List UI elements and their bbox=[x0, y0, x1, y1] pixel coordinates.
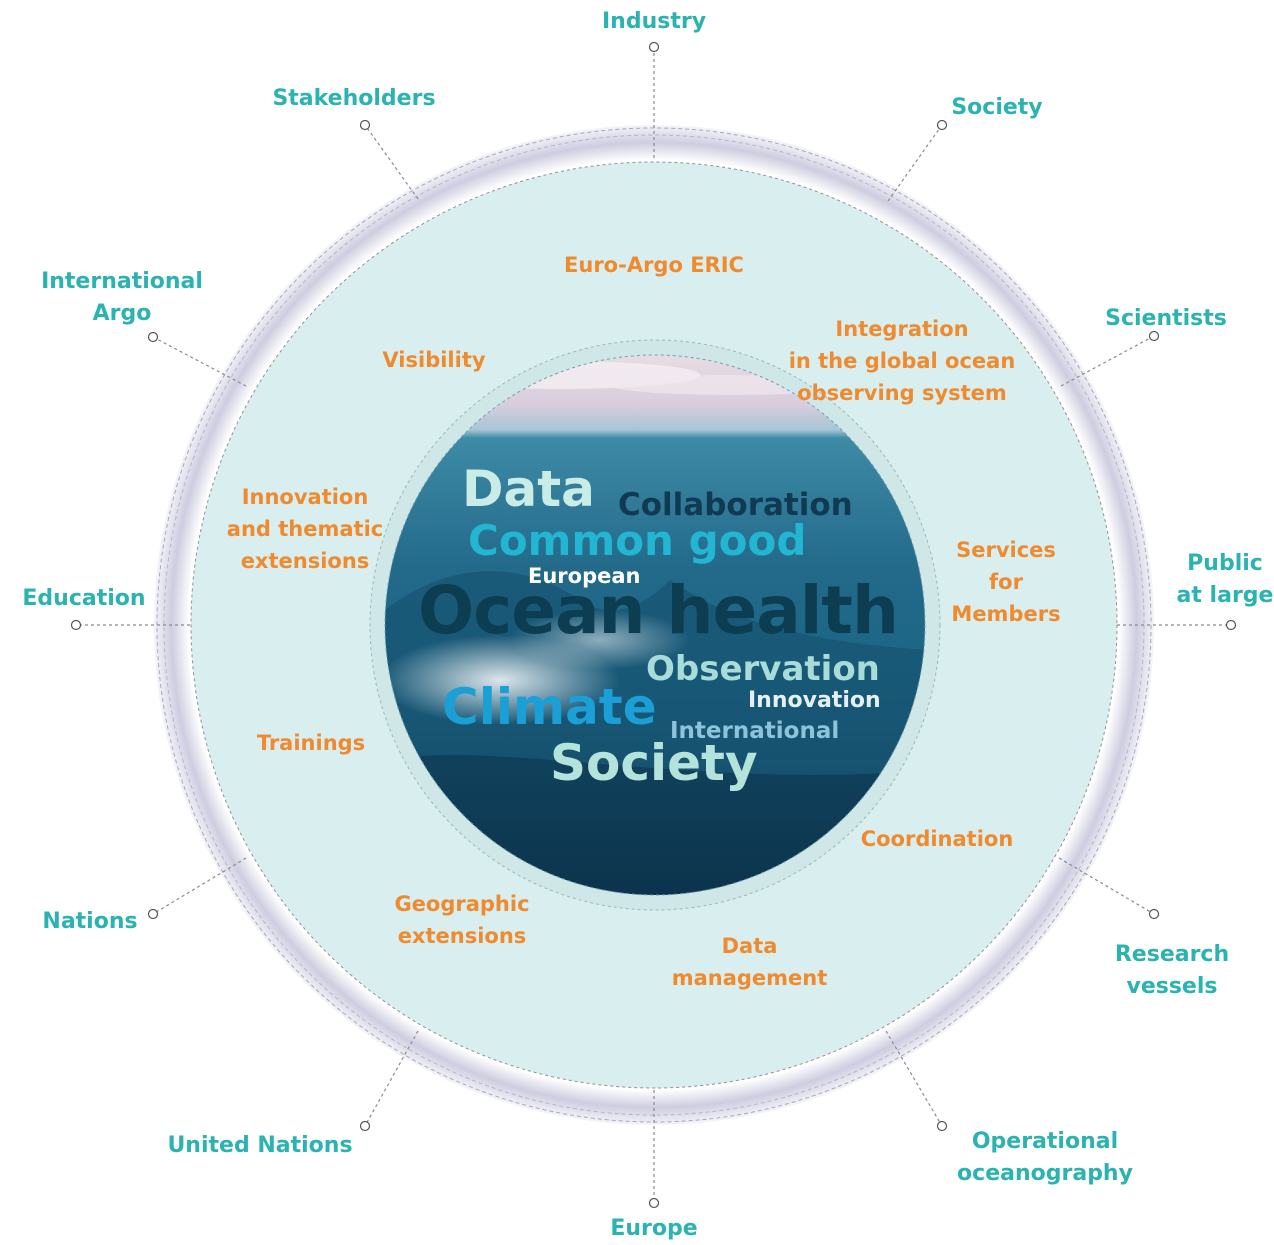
label-data-management: Data management bbox=[671, 934, 828, 990]
connector-node-society bbox=[936, 119, 948, 131]
connector-line-united-nations bbox=[364, 1030, 419, 1127]
connector-node-research-vessels bbox=[1148, 908, 1160, 920]
label-research-vessels: Research vessels bbox=[1114, 942, 1230, 999]
connector-line-operational-oceanography bbox=[885, 1030, 943, 1127]
word-innovation: Innovation bbox=[748, 688, 881, 713]
connector-line-society bbox=[887, 124, 943, 202]
label-industry: Industry bbox=[601, 9, 707, 34]
label-public-at-large: Public at large bbox=[1176, 551, 1274, 608]
word-common-good: Common good bbox=[468, 516, 807, 565]
label-international-argo: International Argo bbox=[41, 269, 203, 326]
connector-line-nations bbox=[152, 857, 247, 915]
connector-node-international-argo bbox=[147, 331, 159, 343]
label-united-nations: United Nations bbox=[167, 1133, 353, 1158]
connector-node-united-nations bbox=[359, 1120, 371, 1132]
label-integration: Integration in the global ocean observin… bbox=[788, 317, 1016, 405]
label-trainings: Trainings bbox=[256, 731, 366, 755]
word-climate: Climate bbox=[442, 678, 657, 736]
label-services-members: Services for Members bbox=[951, 538, 1061, 626]
label-society: Society bbox=[951, 95, 1043, 120]
label-stakeholders: Stakeholders bbox=[272, 86, 436, 111]
word-society: Society bbox=[550, 734, 758, 792]
connector-node-stakeholders bbox=[359, 119, 371, 131]
word-international: International bbox=[670, 718, 840, 744]
label-geographic-extensions: Geographic extensions bbox=[394, 892, 530, 948]
word-ocean-health: Ocean health bbox=[418, 572, 899, 649]
label-innovation-thematic: Innovation and thematic extensions bbox=[226, 485, 384, 573]
connector-node-education bbox=[70, 619, 82, 631]
label-visibility: Visibility bbox=[382, 348, 486, 372]
word-data: Data bbox=[462, 460, 595, 518]
label-coordination: Coordination bbox=[860, 827, 1014, 851]
label-europe: Europe bbox=[610, 1216, 698, 1241]
connector-line-stakeholders bbox=[364, 124, 419, 200]
connector-lines bbox=[70, 41, 1237, 1209]
word-european: European bbox=[528, 564, 641, 588]
label-scientists: Scientists bbox=[1105, 306, 1227, 331]
connector-node-nations bbox=[147, 908, 159, 920]
label-education: Education bbox=[22, 586, 146, 611]
connector-node-scientists bbox=[1148, 330, 1160, 342]
connector-node-europe bbox=[648, 1197, 660, 1209]
connector-node-public bbox=[1225, 619, 1237, 631]
label-nations: Nations bbox=[42, 909, 138, 934]
word-collaboration: Collaboration bbox=[618, 487, 853, 523]
word-observation: Observation bbox=[646, 649, 880, 689]
label-euro-argo-eric: Euro-Argo ERIC bbox=[564, 253, 744, 277]
label-operational-oceanography: Operational oceanography bbox=[957, 1129, 1133, 1186]
connector-node-operational-oceanography bbox=[936, 1120, 948, 1132]
connector-line-research-vessels bbox=[1058, 857, 1155, 915]
connector-node-industry bbox=[648, 41, 660, 53]
